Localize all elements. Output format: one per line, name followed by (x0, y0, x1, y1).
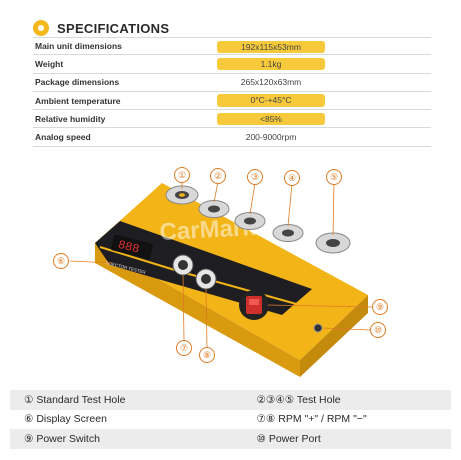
spec-label: Weight (35, 58, 64, 69)
callout-leaders (69, 181, 373, 348)
power-switch (239, 290, 269, 320)
spec-row: Ambient temperature 0°C-+45°C (33, 92, 431, 111)
spec-value: 1.1kg (217, 57, 325, 71)
spec-header: SPECIFICATIONS (33, 18, 169, 38)
bullet-icon (33, 20, 49, 36)
spec-label: Analog speed (35, 132, 91, 143)
spec-value: 265x120x63mm (240, 77, 302, 88)
legend-item: ⑦⑧ RPM "+" / RPM "−" (256, 413, 367, 426)
spec-value: 0°C-+45°C (217, 94, 325, 107)
display-reading: 888 (116, 238, 140, 257)
legend-row: ⑨ Power Switch ⑩ Power Port (10, 429, 451, 449)
test-hole-5 (315, 232, 351, 254)
legend-row: ⑥ Display Screen ⑦⑧ RPM "+" / RPM "−" (10, 410, 451, 430)
test-hole-1 (165, 185, 199, 205)
spec-label: Main unit dimensions (35, 41, 122, 52)
callout-2: ② (210, 168, 226, 184)
rpm-plus-knob (172, 254, 194, 276)
spec-row: Analog speed 200-9000rpm (33, 128, 431, 147)
callout-6: ⑥ (53, 253, 69, 269)
callout-1: ① (174, 167, 190, 183)
callout-10: ⑩ (370, 322, 386, 338)
callout-8: ⑧ (199, 347, 215, 363)
spec-row: Relative humidity <85% (33, 110, 431, 129)
test-hole-2 (198, 200, 230, 218)
legend-item: ① Standard Test Hole (24, 393, 126, 406)
device-right-side (300, 295, 368, 377)
callout-9: ⑨ (372, 299, 388, 315)
legend-item: ⑩ Power Port (256, 432, 321, 445)
spec-table: Main unit dimensions 192x115x53mm Weight… (33, 37, 431, 147)
spec-row: Weight 1.1kg (33, 55, 431, 74)
display-screen (111, 234, 153, 260)
spec-value: 200-9000rpm (245, 131, 297, 142)
spec-value: <85% (217, 112, 325, 126)
legend-item: ⑨ Power Switch (24, 432, 100, 445)
rpm-minus-knob (195, 268, 217, 290)
callout-4: ④ (284, 170, 300, 186)
device-front-side (95, 243, 300, 377)
spec-label: Ambient temperature (35, 95, 121, 106)
device-illustration: CarMarket 888 INJECTOR TESTER (0, 155, 461, 385)
legend-item: ②③④⑤ Test Hole (256, 393, 341, 406)
spec-label: Package dimensions (35, 77, 120, 88)
legend-item: ⑥ Display Screen (24, 413, 107, 426)
callout-3: ③ (247, 169, 263, 185)
legend-table: ① Standard Test Hole ②③④⑤ Test Hole ⑥ Di… (10, 390, 451, 449)
power-port (313, 323, 323, 333)
spec-row: Package dimensions 265x120x63mm (33, 74, 431, 92)
callout-5: ⑤ (326, 169, 342, 185)
spec-value: 192x115x53mm (217, 40, 325, 53)
callout-7: ⑦ (176, 340, 192, 356)
legend-row: ① Standard Test Hole ②③④⑤ Test Hole (10, 390, 451, 410)
spec-label: Relative humidity (35, 113, 106, 124)
injector-tester-image: CarMarket 888 INJECTOR TESTER (69, 181, 373, 377)
test-hole-4 (272, 224, 304, 242)
test-hole-3 (234, 212, 266, 230)
spec-row: Main unit dimensions 192x115x53mm (33, 37, 431, 56)
spec-title: SPECIFICATIONS (57, 20, 170, 36)
